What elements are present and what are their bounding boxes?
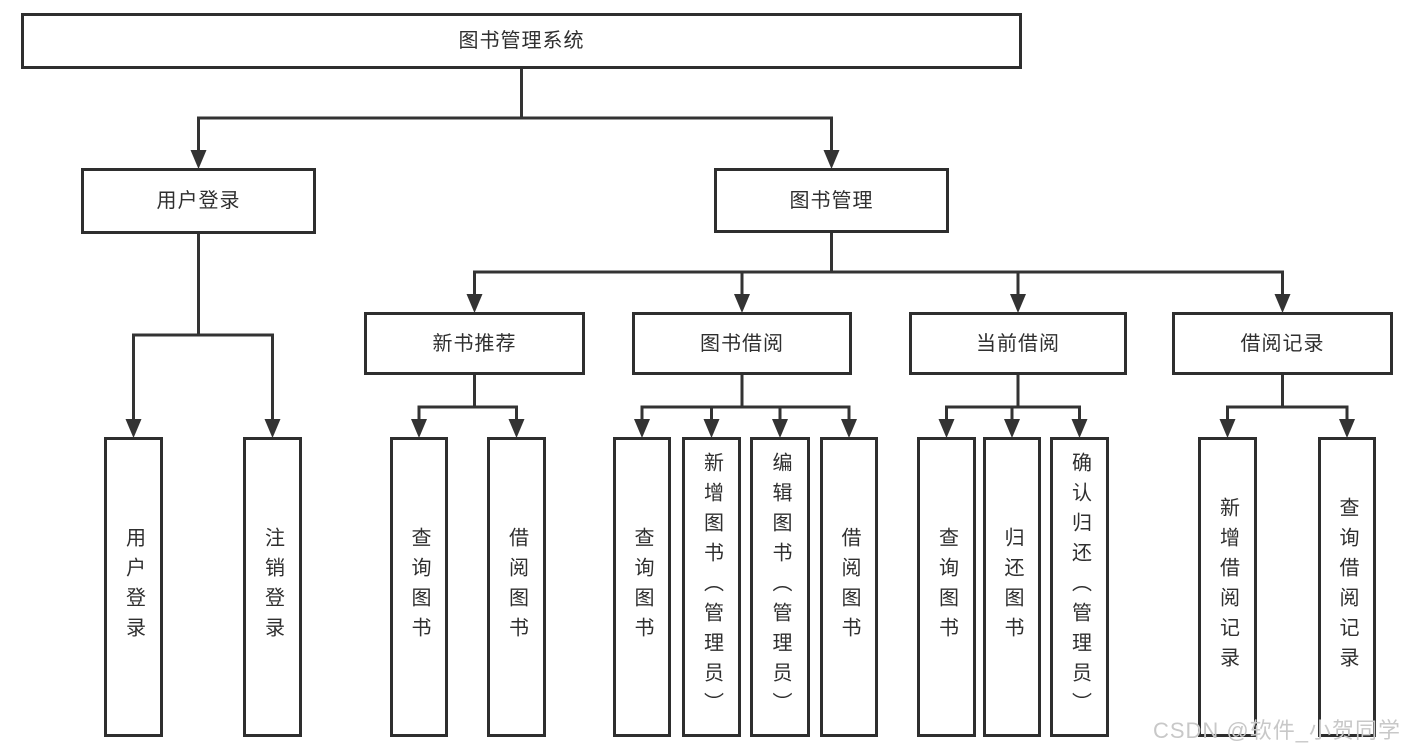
node-leaf-query-book-1: 查询图书	[390, 437, 448, 737]
node-book-mgmt: 图书管理	[714, 168, 949, 233]
node-leaf-query-book-3: 查询图书	[917, 437, 976, 737]
node-leaf-add-borrow-record: 新增借阅记录	[1198, 437, 1257, 737]
node-user-login: 用户登录	[81, 168, 316, 234]
node-leaf-borrow-book-1: 借阅图书	[487, 437, 546, 737]
node-book-borrow: 图书借阅	[632, 312, 852, 375]
node-leaf-edit-book: 编辑图书（管理员）	[750, 437, 810, 737]
node-current-borrow: 当前借阅	[909, 312, 1127, 375]
watermark-text: CSDN @软件_小贺同学	[1152, 718, 1401, 743]
node-borrow-records: 借阅记录	[1172, 312, 1393, 375]
node-leaf-query-book-2: 查询图书	[613, 437, 671, 737]
node-leaf-return-book: 归还图书	[983, 437, 1041, 737]
node-leaf-user-login: 用户登录	[104, 437, 163, 737]
node-leaf-add-book: 新增图书（管理员）	[682, 437, 741, 737]
node-leaf-logout: 注销登录	[243, 437, 302, 737]
node-leaf-borrow-book-2: 借阅图书	[820, 437, 878, 737]
node-root: 图书管理系统	[21, 13, 1022, 69]
node-new-book-rec: 新书推荐	[364, 312, 585, 375]
node-leaf-confirm-return: 确认归还（管理员）	[1050, 437, 1109, 737]
node-leaf-query-borrow-record: 查询借阅记录	[1318, 437, 1376, 737]
